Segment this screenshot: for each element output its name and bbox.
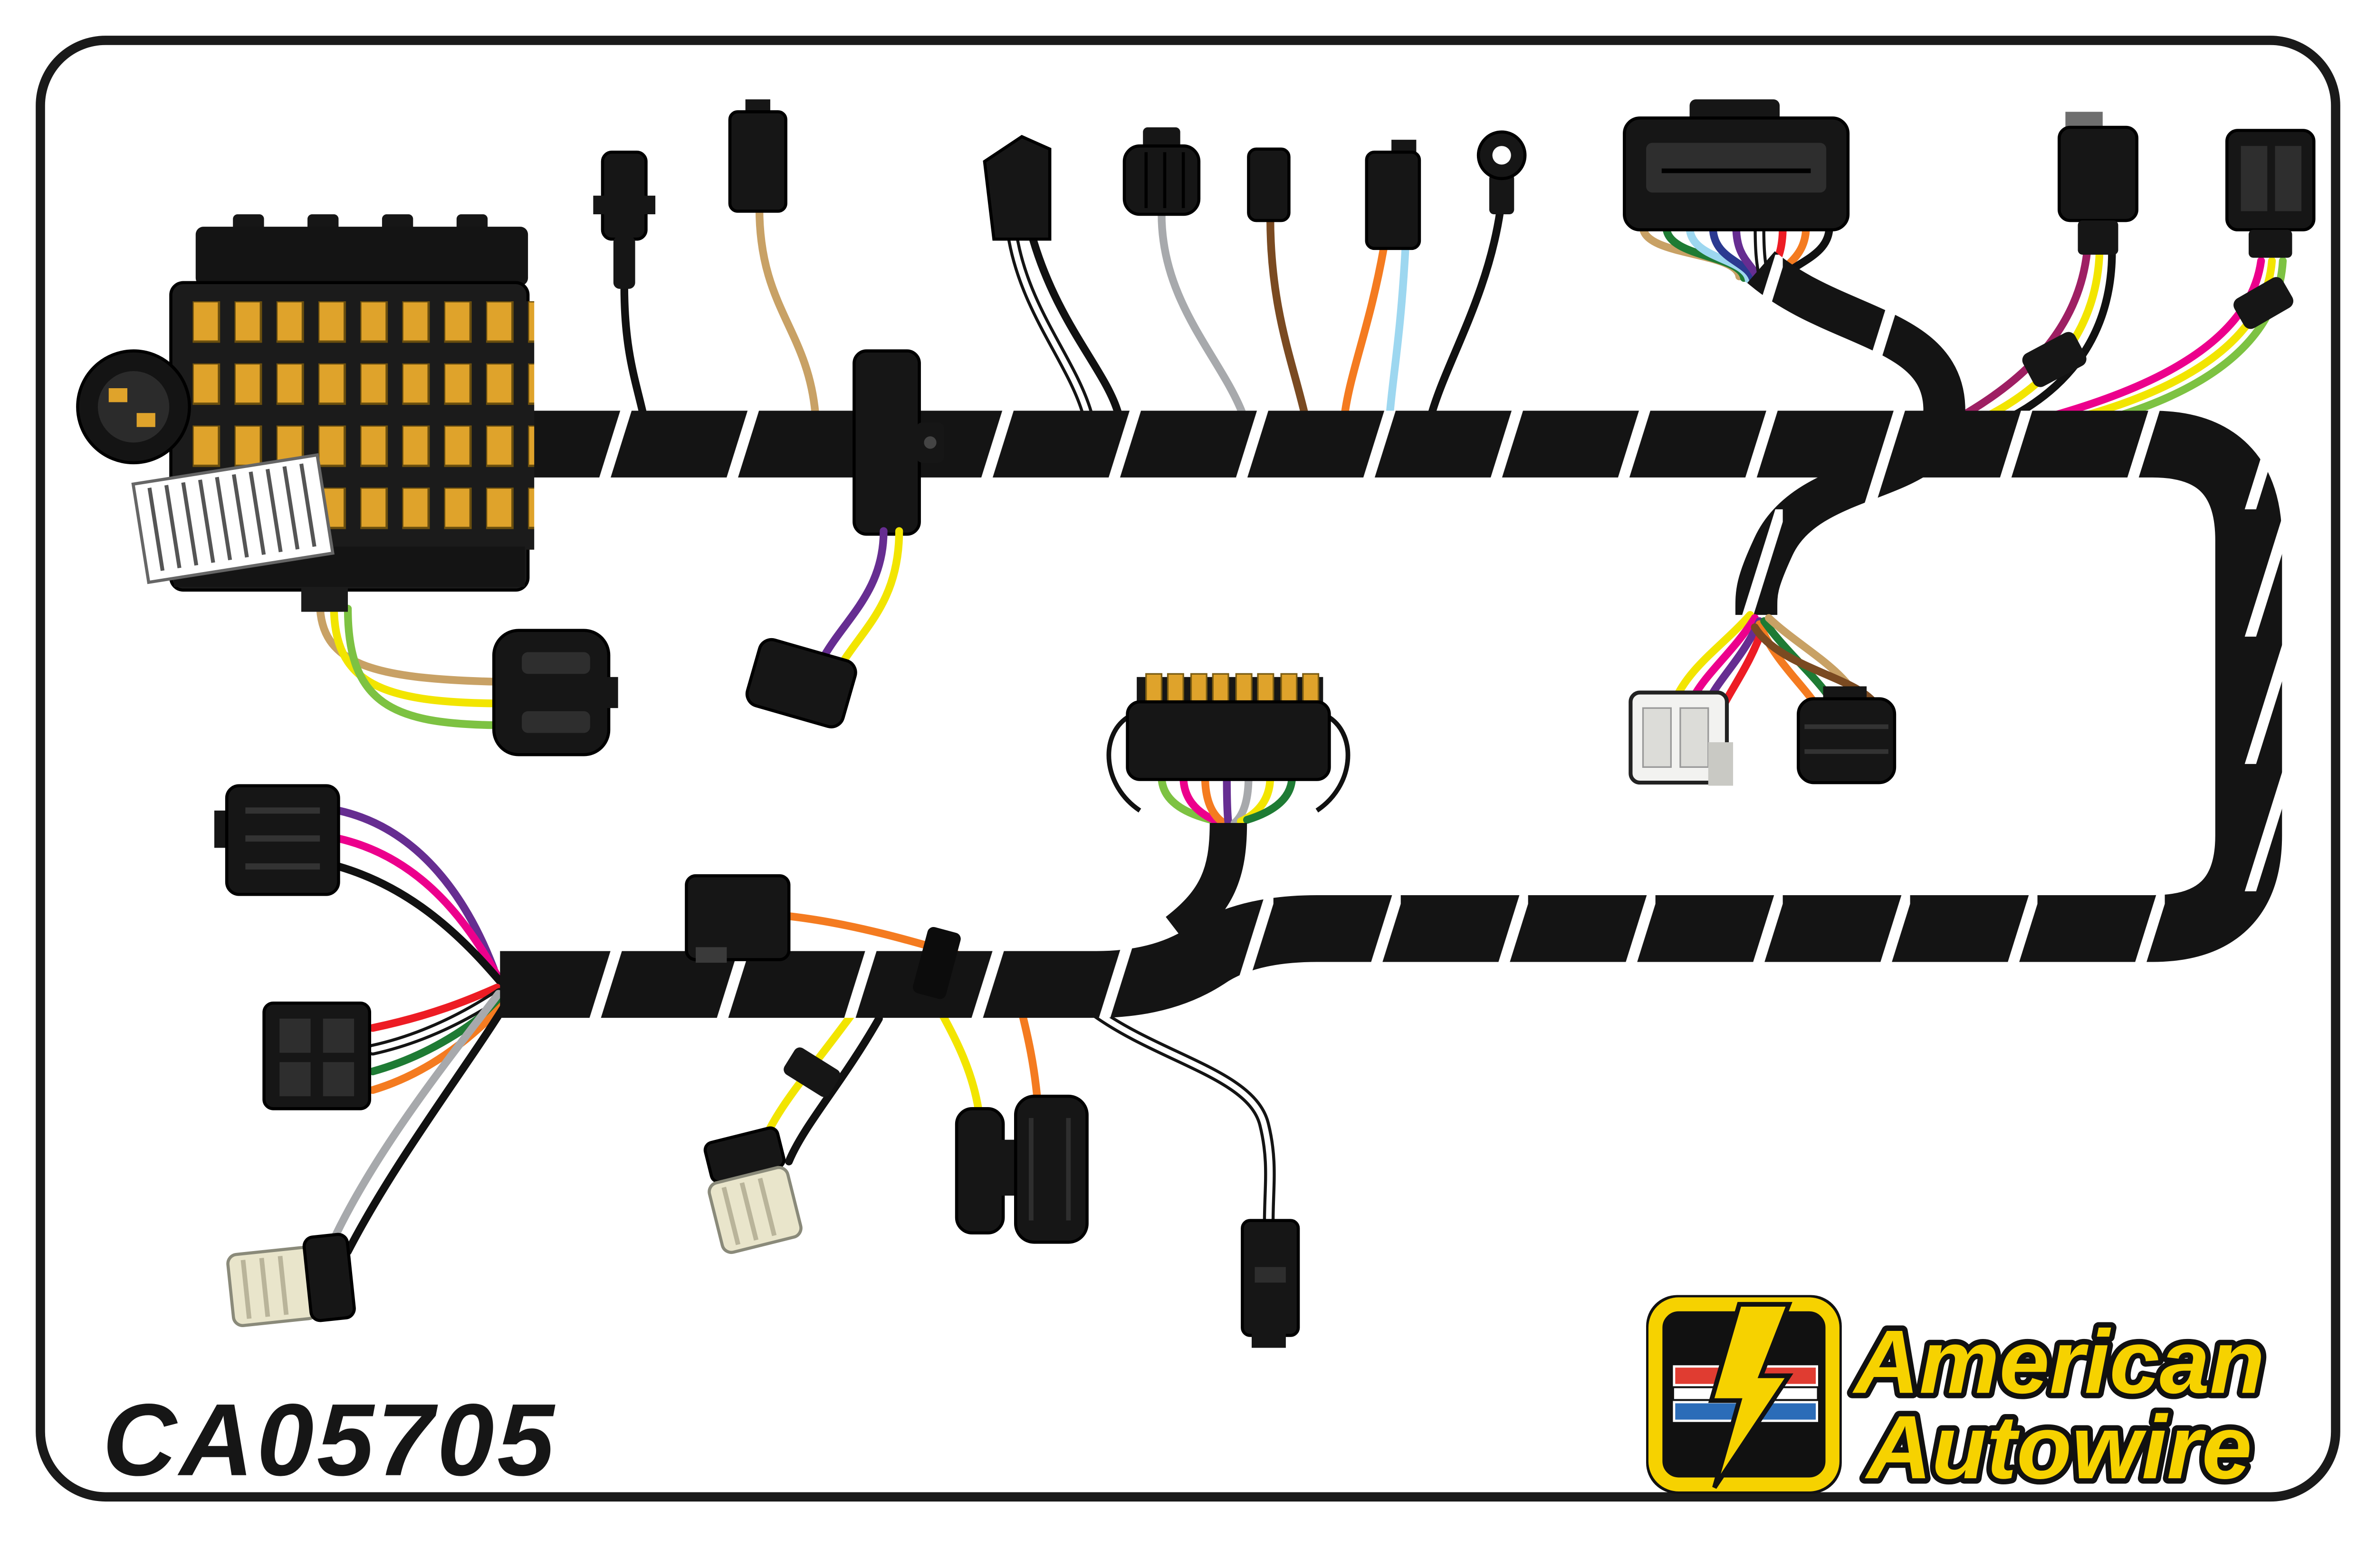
wire-inline-yellow (839, 527, 903, 666)
component-layer (214, 99, 2316, 1348)
brand-line1: American (1852, 1311, 2265, 1412)
connector-trailer (492, 629, 618, 756)
gold-connector-tube (1165, 822, 1247, 947)
wire-mb-magenta (1688, 614, 1759, 703)
connector-bl-square (262, 1001, 372, 1110)
fuse-block (76, 214, 535, 612)
cable-clip-fr2 (2233, 277, 2293, 329)
cable-clip-socket (784, 1047, 841, 1097)
bulb-socket-left (226, 1233, 356, 1327)
connector-small-top (1247, 147, 1291, 222)
wire-cyl-orange (1018, 1008, 1042, 1103)
connector-inline-lower (745, 638, 857, 728)
ring-terminal (1476, 130, 1527, 214)
wire-plug1-black (620, 282, 647, 417)
wire-inline-purple (821, 527, 888, 660)
connector-angled (983, 134, 1052, 241)
connector-two-wire (1365, 140, 1421, 250)
wire-conn7-orange (1341, 244, 1388, 417)
connector-double-cylinder (955, 1094, 1089, 1244)
wire-conn6-brown (1266, 213, 1309, 417)
connector-small-plug (593, 150, 656, 289)
wire-conn4-black (1027, 229, 1122, 417)
wire-gc-purple (1223, 772, 1233, 827)
wire-fusebox-tan (316, 598, 498, 686)
wire-bl-red (369, 984, 501, 1032)
cable-tie-trunk (912, 927, 961, 999)
lightning-bolt-icon (1708, 1302, 1793, 1489)
connector-far-right-1 (2022, 112, 2138, 387)
wire-ring-terminal-black (1428, 207, 1504, 417)
american-autowire-logo: American Autowire (1646, 1295, 2270, 1503)
wire-conn2-tan (755, 204, 819, 417)
wire-gc-orange (1201, 772, 1228, 827)
part-number: CA05705 (103, 1383, 557, 1497)
lightning-bolt-badge (1646, 1295, 1842, 1494)
wire-bl-purple (335, 806, 498, 973)
wire-bl-gray (328, 990, 503, 1246)
wire-conn5-gray (1158, 210, 1246, 417)
wire-bl-black1 (335, 862, 504, 985)
connector-multipin (1623, 99, 1850, 231)
wire-gc-dkgreen (1243, 772, 1296, 824)
wire-bl-black2 (344, 999, 510, 1256)
branch-tube (1735, 251, 1965, 615)
terminal-comb (131, 453, 335, 584)
connector-mid-white (1629, 690, 1734, 786)
wire-mb-yellow (1673, 611, 1754, 700)
wire-cyl-yellow (937, 1008, 982, 1113)
wire-bl-magenta (335, 834, 501, 979)
wire-gc-magenta (1179, 772, 1222, 825)
wire-fusebox-green (344, 604, 498, 729)
inline-component (745, 349, 944, 728)
wire-conn7-ltblue (1386, 244, 1409, 417)
brand-line2: Autowire (1865, 1397, 2252, 1498)
wire-mp-blue (1709, 222, 1757, 285)
connector-mid-black (1797, 686, 1897, 784)
bulb-socket-lower (703, 1047, 841, 1254)
main-harness-trunk (500, 411, 2282, 1018)
connector-far-right-2 (2225, 129, 2316, 329)
sensor-block (685, 874, 791, 963)
wire-conn4-white (1009, 233, 1090, 416)
wire-socket1-black (785, 1014, 883, 1166)
cable-clip-fr1 (2022, 332, 2087, 387)
connector-bl-upper (214, 784, 340, 896)
connector-rect-top (728, 99, 787, 213)
connector-ribbed-cap (1122, 127, 1201, 216)
wire-fusebox-yellow (330, 602, 498, 708)
wire-sender-white (1093, 1009, 1273, 1227)
connector-gold-terminal (1106, 673, 1351, 813)
connector-sender (1241, 1219, 1300, 1348)
